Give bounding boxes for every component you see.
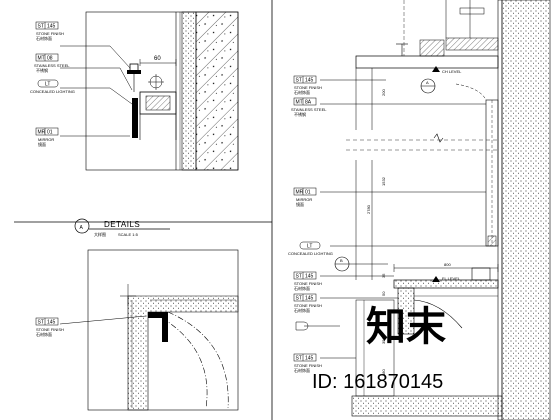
tag-r-3: MR 01 MIRROR 镜面 bbox=[293, 187, 317, 207]
detail-right-section: CH LEVEL FL LEVEL A B 800 200 1532 2780 … bbox=[295, 0, 551, 420]
svg-text:MT: MT bbox=[296, 100, 303, 106]
svg-text:不锈钢: 不锈钢 bbox=[294, 111, 306, 117]
svg-text:145: 145 bbox=[305, 356, 314, 362]
detail-top-left: 60 bbox=[60, 11, 239, 171]
svg-text:STONE FINISH: STONE FINISH bbox=[36, 327, 64, 332]
level-bottom: FL LEVEL bbox=[442, 276, 461, 281]
level-top: CH LEVEL bbox=[442, 69, 462, 74]
svg-text:145: 145 bbox=[47, 24, 56, 30]
detail-bottom-left bbox=[59, 249, 239, 411]
svg-text:STONE FINISH: STONE FINISH bbox=[294, 363, 322, 368]
tag-tl-1: ST 145 STONE FINISH 石材饰面 bbox=[35, 21, 64, 41]
tag-tl-4: MR 01 MIRROR 镜面 bbox=[35, 127, 59, 147]
svg-text:STONE FINISH: STONE FINISH bbox=[294, 281, 322, 286]
svg-text:STONE FINISH: STONE FINISH bbox=[36, 31, 64, 36]
watermark: 知末 ID: 161870145 bbox=[312, 305, 446, 393]
svg-text:200: 200 bbox=[381, 89, 386, 96]
bubble-b: B bbox=[340, 258, 343, 263]
svg-text:350: 350 bbox=[381, 337, 386, 344]
svg-text:MT: MT bbox=[38, 56, 45, 62]
svg-text:145: 145 bbox=[305, 78, 314, 84]
watermark-id: ID: 161870145 bbox=[312, 371, 443, 393]
svg-text:145: 145 bbox=[47, 320, 56, 326]
svg-text:CONCEALED LIGHTING: CONCEALED LIGHTING bbox=[288, 251, 333, 256]
details-bubble: A bbox=[80, 225, 84, 231]
svg-text:50: 50 bbox=[381, 291, 386, 296]
panel-dividers bbox=[14, 0, 273, 420]
svg-text:01: 01 bbox=[47, 130, 53, 136]
details-sub: 大样图 bbox=[94, 231, 106, 237]
svg-text:ST: ST bbox=[296, 296, 302, 302]
tag-r-7: ST 145 STONE FINISH 石材饰面 bbox=[293, 353, 322, 373]
details-title: A DETAILS 大样图 SCALE 1:5 bbox=[74, 218, 170, 237]
details-scale: SCALE 1:5 bbox=[118, 232, 139, 237]
tag-r-1: ST 145 STONE FINISH 石材饰面 bbox=[293, 75, 322, 95]
tag-tl-2: MT 08 STAINLESS STEEL 不锈钢 bbox=[34, 53, 70, 73]
svg-text:145: 145 bbox=[305, 274, 314, 280]
details-label: DETAILS bbox=[104, 220, 140, 229]
tag-r-6: ST 145 STONE FINISH 石材饰面 bbox=[293, 293, 322, 313]
svg-text:01: 01 bbox=[305, 190, 311, 196]
watermark-logo: 知末 bbox=[366, 305, 446, 349]
svg-text:石材饰面: 石材饰面 bbox=[36, 35, 52, 41]
svg-text:8A: 8A bbox=[305, 100, 312, 106]
svg-text:STONE FINISH: STONE FINISH bbox=[294, 85, 322, 90]
svg-text:380: 380 bbox=[381, 369, 386, 376]
svg-text:CONCEALED LIGHTING: CONCEALED LIGHTING bbox=[30, 89, 75, 94]
svg-text:08: 08 bbox=[47, 56, 53, 62]
svg-text:石材饰面: 石材饰面 bbox=[294, 367, 310, 373]
svg-text:石材饰面: 石材饰面 bbox=[36, 331, 52, 337]
svg-text:LT: LT bbox=[45, 82, 50, 88]
svg-text:镜面: 镜面 bbox=[38, 141, 46, 147]
svg-text:镜面: 镜面 bbox=[296, 201, 304, 207]
tag-tl-3: LT CONCEALED LIGHTING bbox=[30, 79, 75, 94]
bubble-a: A bbox=[426, 80, 429, 85]
svg-text:ST: ST bbox=[296, 356, 302, 362]
svg-text:STONE FINISH: STONE FINISH bbox=[294, 303, 322, 308]
svg-text:石材饰面: 石材饰面 bbox=[294, 89, 310, 95]
svg-text:不锈钢: 不锈钢 bbox=[36, 67, 48, 73]
svg-text:145: 145 bbox=[305, 296, 314, 302]
svg-text:MIRROR: MIRROR bbox=[296, 197, 312, 202]
svg-text:STAINLESS STEEL: STAINLESS STEEL bbox=[34, 63, 70, 68]
svg-text:ST: ST bbox=[38, 24, 44, 30]
svg-text:石材饰面: 石材饰面 bbox=[294, 307, 310, 313]
tag-bl-1: ST 145 STONE FINISH 石材饰面 bbox=[35, 317, 64, 337]
svg-text:ST: ST bbox=[38, 320, 44, 326]
svg-text:STAINLESS STEEL: STAINLESS STEEL bbox=[291, 107, 327, 112]
svg-text:ST: ST bbox=[296, 78, 302, 84]
tag-r-4: LT CONCEALED LIGHTING bbox=[288, 241, 333, 256]
svg-text:MR: MR bbox=[38, 130, 46, 136]
tag-r-5: ST 145 STONE FINISH 石材饰面 bbox=[293, 271, 322, 291]
svg-text:MR: MR bbox=[296, 190, 304, 196]
svg-text:石材饰面: 石材饰面 bbox=[294, 285, 310, 291]
svg-text:1532: 1532 bbox=[381, 176, 386, 186]
dim-60: 60 bbox=[154, 56, 161, 62]
svg-text:LT: LT bbox=[307, 244, 312, 250]
svg-text:2780: 2780 bbox=[366, 204, 371, 214]
svg-text:800: 800 bbox=[444, 262, 451, 267]
svg-text:ST: ST bbox=[296, 274, 302, 280]
svg-text:35: 35 bbox=[381, 273, 386, 278]
tag-r-2: MT 8A STAINLESS STEEL 不锈钢 bbox=[291, 97, 327, 117]
svg-text:MIRROR: MIRROR bbox=[38, 137, 54, 142]
